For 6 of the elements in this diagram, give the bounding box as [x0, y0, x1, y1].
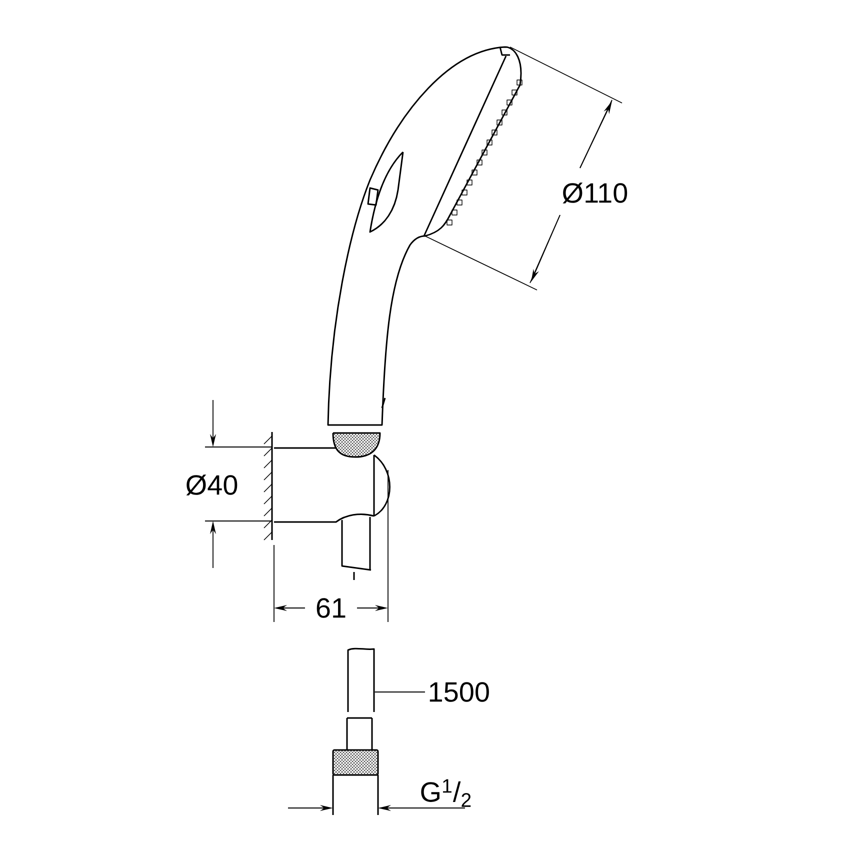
dimension-label: 61	[316, 598, 346, 618]
dimension-label: Ø110	[562, 182, 628, 204]
hose-drawing	[347, 648, 375, 712]
dimension-label: 1500	[430, 682, 489, 702]
dimension-label: G$^{1}$/$_{2}$	[421, 779, 471, 807]
dimension-label: Ø40	[186, 474, 238, 496]
